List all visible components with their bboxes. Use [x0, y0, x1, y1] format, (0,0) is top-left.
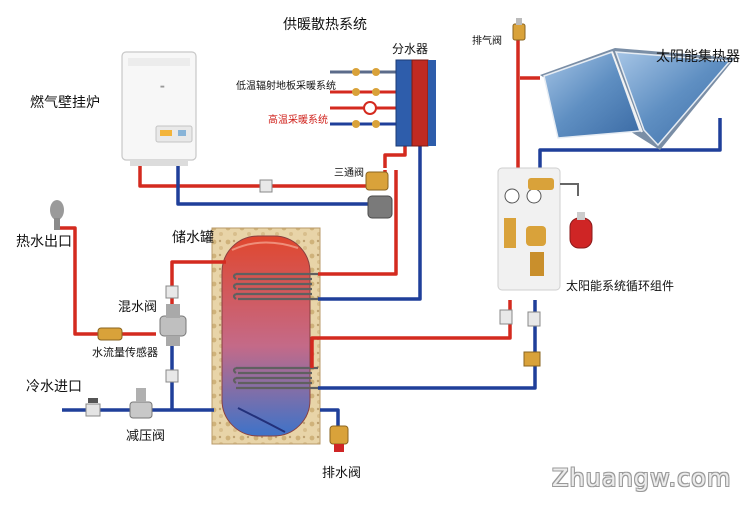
pressure-reducing-valve — [129, 388, 153, 419]
ball-valves — [165, 179, 541, 383]
solar-collector — [540, 48, 735, 150]
watermark: Zhuangw.com — [552, 464, 732, 492]
label-drain-valve: 排水阀 — [322, 466, 362, 481]
solar-circulation-unit — [497, 167, 579, 291]
thermostatic-mixing-valve — [159, 304, 187, 346]
label-boiler: 燃气壁挂炉 — [30, 95, 100, 111]
label-floor-heating: 低温辐射地板采暖系统 — [236, 81, 336, 92]
label-pressure-reducing-valve: 减压阀 — [126, 429, 166, 444]
label-hot-water-outlet: 热水出口 — [16, 234, 72, 250]
label-high-temp-heating: 高温采暖系统 — [268, 115, 328, 126]
air-vent-valve — [512, 18, 526, 41]
water-manifold — [352, 59, 436, 147]
label-mixing-valve: 混水阀 — [118, 300, 158, 315]
svg-text:▬: ▬ — [160, 84, 165, 90]
shower-head-icon — [50, 200, 64, 230]
cold-inlet-valve — [85, 398, 101, 417]
label-solar-collector: 太阳能集热器 — [656, 49, 740, 65]
storage-tank — [211, 227, 321, 445]
gas-wall-boiler: ▬ — [121, 51, 197, 166]
label-storage-tank: 储水罐 — [172, 230, 214, 246]
label-cold-water-inlet: 冷水进口 — [26, 379, 82, 395]
expansion-tank — [569, 212, 593, 249]
upper-heat-exchanger-coil — [232, 272, 318, 301]
label-solar-circulation-unit: 太阳能系统循环组件 — [566, 279, 675, 293]
label-manifold: 分水器 — [392, 42, 429, 56]
manifold-pipes — [330, 70, 400, 126]
water-flow-sensor — [97, 327, 123, 341]
lower-heat-exchanger-coil — [232, 366, 318, 390]
label-air-vent: 排气阀 — [472, 36, 502, 47]
label-three-way-valve: 三通阀 — [334, 168, 364, 179]
drain-valve — [329, 425, 349, 452]
label-flow-sensor: 水流量传感器 — [92, 346, 158, 359]
label-heating-system: 供暖散热系统 — [283, 17, 367, 33]
three-way-valve — [365, 171, 393, 219]
